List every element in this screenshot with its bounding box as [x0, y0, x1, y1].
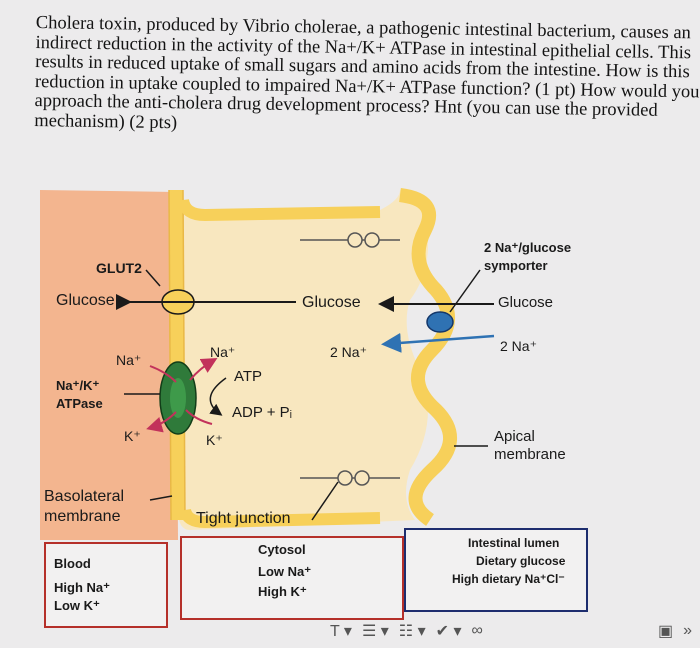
basolateral-label-2: membrane [44, 508, 121, 525]
spellcheck-icon[interactable]: ✔ ▾ [435, 623, 462, 640]
lumen-box-line2: High dietary Na⁺Cl⁻ [452, 572, 565, 586]
k-plus-right-label: K⁺ [206, 432, 223, 448]
blood-box-line2: Low K⁺ [54, 598, 100, 613]
two-na-right-label: 2 Na⁺ [500, 338, 537, 354]
more-icon[interactable]: » [683, 622, 692, 639]
blood-box-title: Blood [54, 556, 91, 571]
basolateral-label: Basolateral [44, 488, 125, 505]
tight-junction-label: Tight junction [196, 510, 291, 527]
cell-region [176, 190, 428, 530]
apical-membrane [398, 188, 458, 526]
numbered-list-icon[interactable]: ☷ ▾ [398, 623, 426, 640]
adp-label: ADP + Pᵢ [232, 404, 293, 421]
blood-box-line1: High Na⁺ [54, 580, 110, 595]
editor-toolbar: T ▾ ☰ ▾ ☷ ▾ ✔ ▾ ∞ ▣ » [330, 614, 700, 648]
cytosol-box-title: Cytosol [258, 542, 306, 557]
atp-label: ATP [234, 368, 263, 385]
glut2-label: GLUT2 [96, 260, 142, 276]
symporter-label-2: symporter [484, 258, 548, 273]
glucose-left-label: Glucose [56, 292, 115, 309]
bullet-list-icon[interactable]: ☰ ▾ [361, 623, 389, 640]
two-na-middle-label: 2 Na⁺ [330, 344, 367, 360]
lumen-box: Intestinal lumen Dietary glucose High di… [404, 528, 588, 612]
apical-label: Apical [494, 428, 535, 445]
symporter [426, 311, 454, 333]
cytosol-box-line1: Low Na⁺ [258, 564, 312, 579]
na-plus-right-label: Na⁺ [210, 344, 236, 360]
image-icon[interactable]: ▣ [657, 623, 674, 640]
lumen-box-title: Intestinal lumen [468, 536, 560, 550]
link-icon[interactable]: ∞ [471, 622, 483, 639]
glucose-middle-label: Glucose [302, 294, 361, 311]
glucose-right-label: Glucose [498, 294, 554, 311]
symporter-label: 2 Na⁺/glucose [484, 240, 572, 255]
blood-region [40, 190, 178, 540]
tight-junction-bottom [300, 470, 400, 486]
toolbar-right-group: ▣ » [658, 621, 692, 641]
basolateral-membrane [169, 189, 185, 521]
apical-label-2: membrane [494, 446, 566, 463]
text-format-icon[interactable]: T ▾ [330, 623, 352, 640]
na-plus-left-label: Na⁺ [116, 352, 142, 368]
tight-junction-top [300, 232, 400, 248]
nak-atpase-label-2: ATPase [56, 396, 103, 411]
k-plus-left-label: K⁺ [124, 428, 141, 444]
cytosol-box: Cytosol Low Na⁺ High K⁺ [180, 536, 404, 620]
blood-box: Blood High Na⁺ Low K⁺ [44, 542, 168, 628]
cytosol-box-line2: High K⁺ [258, 584, 307, 599]
nak-atpase-label: Na⁺/K⁺ [56, 378, 100, 393]
lumen-box-line1: Dietary glucose [476, 554, 566, 568]
